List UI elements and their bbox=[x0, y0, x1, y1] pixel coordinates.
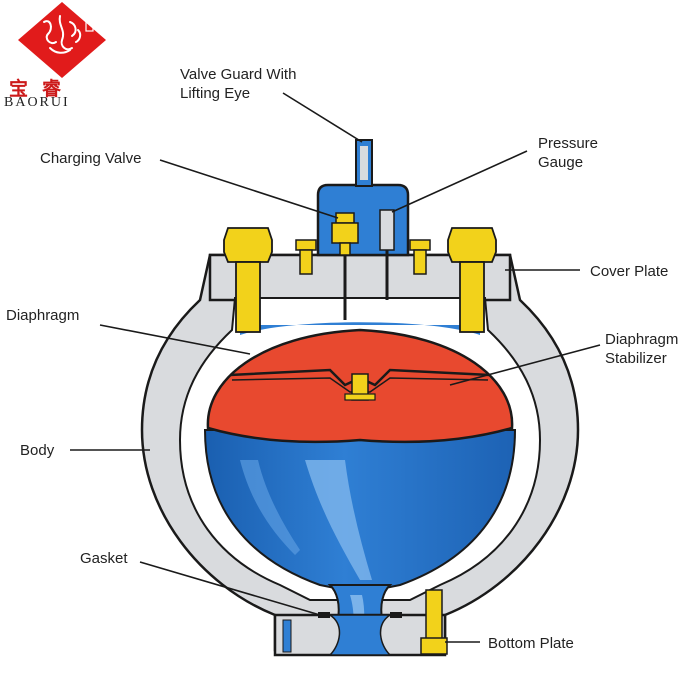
cover-bolts-small bbox=[295, 239, 431, 275]
brand-name-cn: 宝睿 bbox=[9, 78, 76, 100]
leader-lines bbox=[70, 92, 601, 643]
label-charging-valve: Charging Valve bbox=[40, 150, 142, 167]
label-bottom-plate: Bottom Plate bbox=[488, 635, 574, 652]
label-pressure-gauge: Pressure Gauge bbox=[538, 135, 599, 171]
brand-name-en: BAORUI bbox=[4, 95, 70, 110]
label-diaphragm-stabilizer: Diaphragm Stabilizer bbox=[605, 331, 679, 367]
pressure-gauge bbox=[379, 209, 395, 300]
label-gasket: Gasket bbox=[80, 550, 128, 567]
label-cover-plate: Cover Plate bbox=[590, 263, 669, 280]
charging-valve bbox=[331, 212, 359, 320]
air-chamber bbox=[240, 322, 480, 335]
logo-diamond-icon bbox=[18, 2, 106, 78]
bottom-bolt bbox=[420, 589, 448, 655]
cover-bolts-large bbox=[223, 227, 497, 333]
water-highlight bbox=[305, 460, 372, 580]
label-body: Body bbox=[20, 442, 55, 459]
label-valve-guard: Valve Guard With Lifting Eye bbox=[180, 66, 297, 102]
brand-logo: 宝睿 BAORUI bbox=[0, 0, 120, 115]
label-diaphragm: Diaphragm bbox=[6, 307, 80, 324]
water-highlight-left bbox=[240, 460, 300, 555]
gasket bbox=[318, 612, 330, 618]
